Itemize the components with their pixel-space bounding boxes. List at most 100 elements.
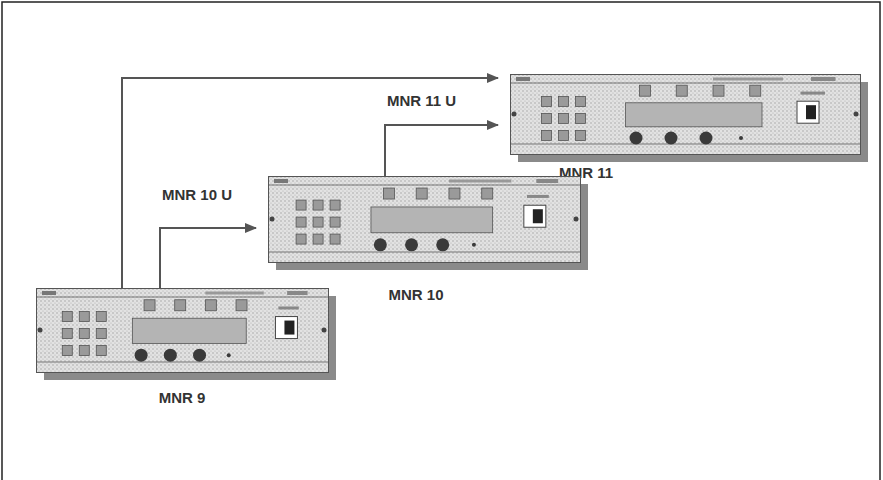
signal-label: MNR 11 U (385, 92, 458, 109)
keypad-key (296, 217, 306, 227)
function-key (676, 85, 687, 96)
keypad-key (559, 96, 569, 106)
keypad-key (313, 200, 323, 210)
function-key (144, 300, 155, 311)
panel-strip (37, 362, 328, 363)
mount-hole (270, 217, 275, 222)
rotary-knob (436, 238, 449, 251)
model-mark (287, 291, 307, 295)
brand-mark (42, 291, 56, 295)
keypad-key (79, 329, 89, 339)
rotary-knob (630, 132, 643, 145)
mount-hole (854, 112, 859, 117)
keypad-key (576, 96, 586, 106)
function-key (449, 188, 460, 199)
mount-hole (38, 328, 43, 333)
model-mark (811, 77, 836, 81)
keypad-key (559, 130, 569, 140)
keypad-key (542, 130, 552, 140)
device-node: MNR 11 (510, 74, 868, 181)
keypad-key (96, 329, 106, 339)
function-key (750, 85, 761, 96)
keypad-key (96, 312, 106, 322)
signal-arrow (160, 228, 256, 288)
keypad-key (330, 217, 340, 227)
function-key (383, 188, 394, 199)
switch-mark (278, 306, 298, 309)
function-key (175, 300, 186, 311)
keypad-key (313, 234, 323, 244)
function-key (482, 188, 493, 199)
panel-strip (37, 297, 328, 298)
keypad-key (576, 130, 586, 140)
panel-strip (511, 83, 860, 84)
rotary-knob (405, 238, 418, 251)
keypad-key (330, 234, 340, 244)
rotary-knob (164, 349, 177, 362)
keypad-key (313, 217, 323, 227)
mount-hole (512, 112, 517, 117)
keypad-key (62, 346, 72, 356)
power-switch (524, 205, 546, 227)
display-window (626, 103, 763, 127)
device-label: MNR 9 (32, 389, 332, 406)
front-panel (511, 75, 861, 155)
keypad-key (296, 200, 306, 210)
rack-device (268, 176, 588, 270)
rotary-knob (700, 132, 713, 145)
panel-strip (269, 185, 580, 186)
power-rocker (533, 209, 543, 223)
front-panel (37, 289, 329, 373)
mount-hole (574, 217, 579, 222)
keypad-key (62, 312, 72, 322)
function-key (713, 85, 724, 96)
power-switch (275, 317, 297, 339)
model-mark (205, 292, 263, 295)
front-panel (269, 177, 581, 263)
keypad-key (542, 96, 552, 106)
power-switch (797, 101, 819, 123)
keypad-key (542, 113, 552, 123)
indicator-led (472, 243, 476, 247)
model-mark (449, 180, 511, 183)
device-node: MNR 10 (268, 176, 588, 303)
keypad-key (79, 312, 89, 322)
rotary-knob (665, 132, 678, 145)
keypad-key (576, 113, 586, 123)
model-mark (536, 179, 558, 183)
keypad-key (559, 113, 569, 123)
display-window (132, 318, 246, 343)
rotary-knob (135, 349, 148, 362)
power-rocker (284, 321, 294, 335)
indicator-led (227, 353, 231, 357)
rotary-knob (374, 238, 387, 251)
switch-mark (801, 92, 826, 95)
rack-device (36, 288, 336, 380)
indicator-led (739, 136, 743, 140)
keypad-key (96, 346, 106, 356)
function-key (236, 300, 247, 311)
keypad-key (330, 200, 340, 210)
function-key (416, 188, 427, 199)
model-mark (713, 78, 783, 81)
keypad-key (296, 234, 306, 244)
display-window (371, 207, 493, 233)
keypad-key (79, 346, 89, 356)
panel-strip (511, 144, 860, 145)
brand-mark (516, 77, 530, 81)
function-key (205, 300, 216, 311)
switch-mark (527, 195, 549, 198)
rack-device (510, 74, 868, 162)
rotary-knob (193, 349, 206, 362)
function-key (640, 85, 651, 96)
signal-label: MNR 10 U (160, 186, 234, 203)
device-node: MNR 9 (36, 288, 336, 406)
keypad-key (62, 329, 72, 339)
brand-mark (274, 179, 288, 183)
signal-arrow (385, 125, 498, 176)
mount-hole (322, 328, 327, 333)
power-rocker (806, 105, 816, 119)
panel-strip (269, 252, 580, 253)
